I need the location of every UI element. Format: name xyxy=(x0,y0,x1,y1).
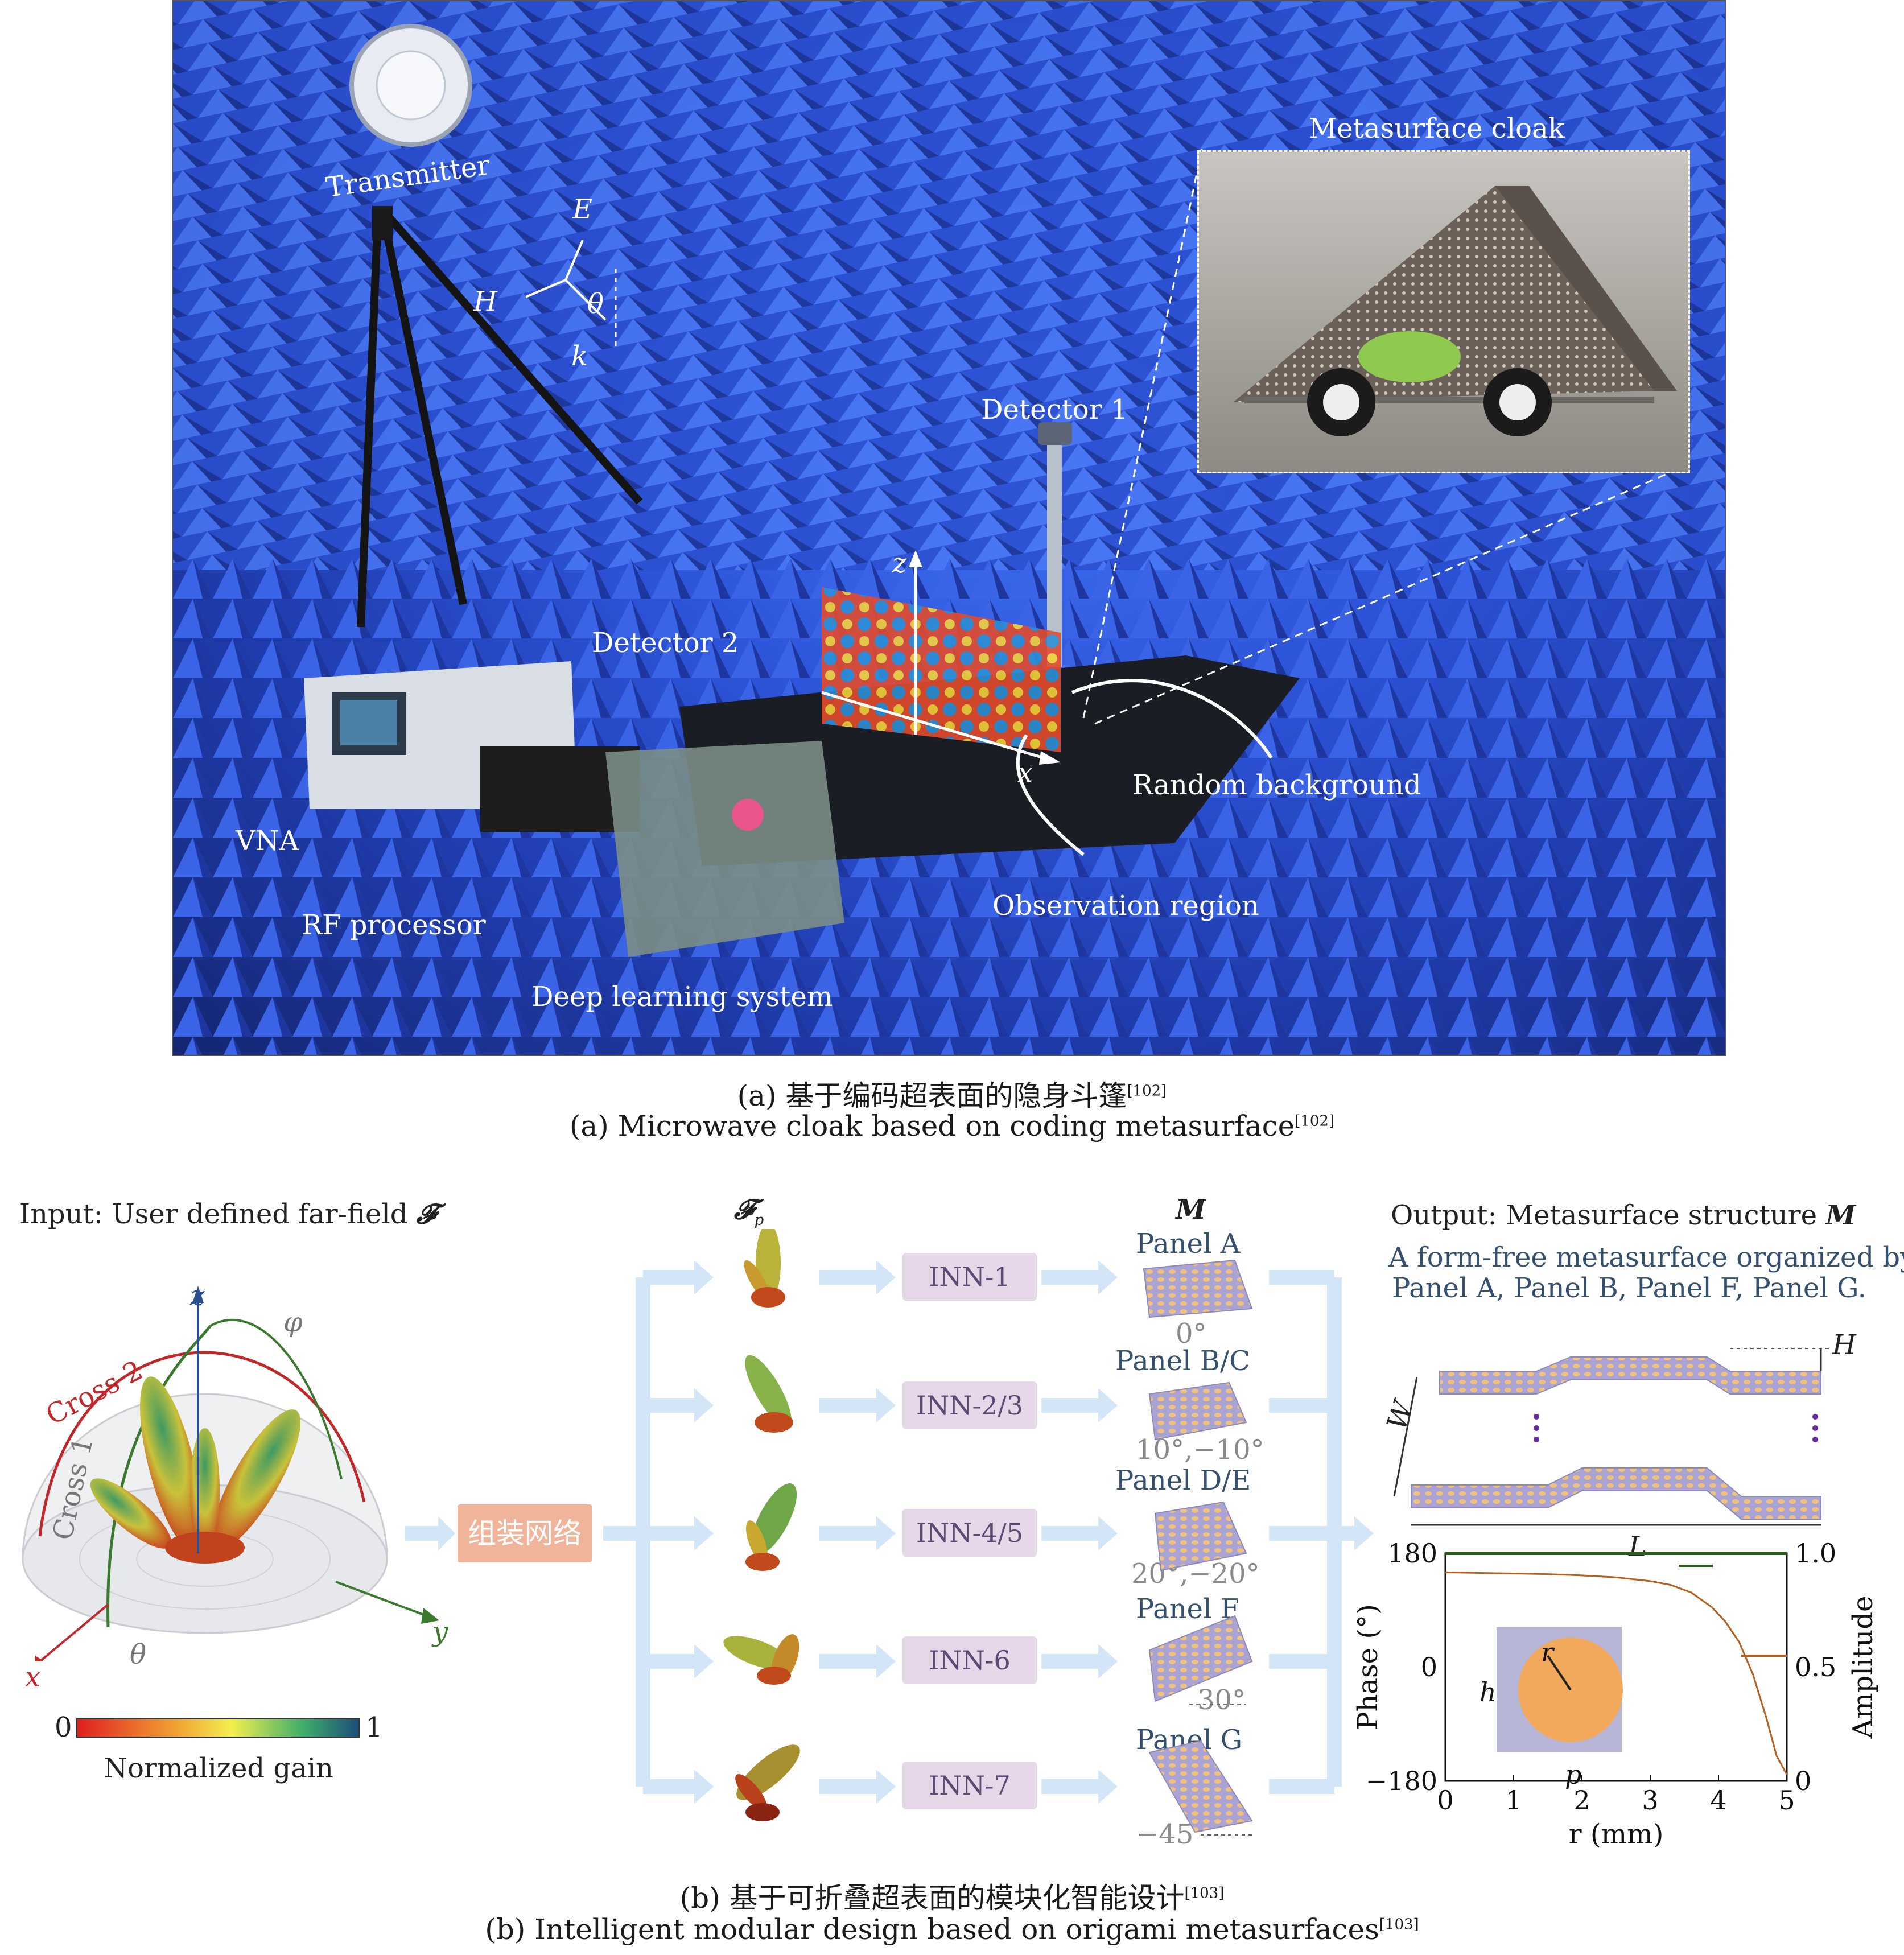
flow-arrows xyxy=(405,1260,1374,1804)
y-right-axis-label: Amplitude xyxy=(1847,1596,1879,1739)
caption-b-en: (b) Intelligent modular design based on … xyxy=(485,1913,1419,1946)
assemble-network-box: 组装网络 xyxy=(458,1504,592,1562)
y-left-tick-label: −180 xyxy=(1366,1766,1437,1796)
caption-b-cn: (b) 基于可折叠超表面的模块化智能设计[103] xyxy=(679,1882,1225,1915)
y-left-axis-label: Phase (°) xyxy=(1354,1604,1384,1730)
hemi-axis-phi: φ xyxy=(283,1306,303,1338)
colorbar-max: 1 xyxy=(365,1711,383,1743)
series-line-left xyxy=(1445,1571,1788,1775)
cloak-experiment-photo: Transmitter Metasurface cloak Detector 1… xyxy=(172,0,1726,1056)
deep-learning-label: Deep learning system xyxy=(531,981,833,1013)
inn-box-2: INN-2/3 xyxy=(902,1381,1037,1429)
inn-box-4: INN-6 xyxy=(902,1636,1037,1684)
panel-de-name: Panel D/E xyxy=(1115,1465,1251,1496)
inn-box-3: INN-4/5 xyxy=(902,1509,1037,1557)
m-header: M xyxy=(1176,1194,1206,1226)
detector1-label: Detector 1 xyxy=(981,394,1128,426)
x-tick-label: 4 xyxy=(1710,1785,1726,1816)
caption-a-en: (a) Microwave cloak based on coding meta… xyxy=(569,1110,1335,1143)
colorbar-min: 0 xyxy=(55,1711,72,1743)
axis-z-label: z xyxy=(892,547,907,579)
panel-a-angle: 0° xyxy=(1176,1318,1207,1350)
far-field-hemisphere xyxy=(22,1286,439,1661)
inn-box-5: INN-7 xyxy=(902,1762,1037,1809)
panel-f-angle: 30° xyxy=(1197,1684,1246,1716)
panel-a-name: Panel A xyxy=(1136,1228,1241,1260)
axis-x-label: x xyxy=(1017,757,1033,789)
x-tick-label: 5 xyxy=(1778,1785,1795,1816)
vector-k-label: k xyxy=(571,340,588,372)
output-desc-2: Panel A, Panel B, Panel F, Panel G. xyxy=(1392,1272,1866,1304)
x-tick-label: 1 xyxy=(1505,1785,1522,1816)
rf-processor-label: RF processor xyxy=(302,909,486,941)
theta-label: θ xyxy=(587,288,604,320)
vector-h-label: H xyxy=(473,286,497,317)
colorbar-label: Normalized gain xyxy=(104,1752,333,1784)
metasurface-cloak-label: Metasurface cloak xyxy=(1309,113,1565,145)
y-right-tick-label: 0.5 xyxy=(1795,1652,1836,1682)
output-desc-1: A form-free metasurface organized by xyxy=(1388,1242,1904,1273)
dim-l: L xyxy=(1629,1531,1647,1562)
caption-a-cn: (a) 基于编码超表面的隐身斗篷[102] xyxy=(737,1079,1167,1112)
hemi-axis-theta: θ xyxy=(130,1639,146,1671)
colorbar xyxy=(76,1718,360,1738)
vector-e-label: E xyxy=(572,193,593,225)
inn-box-1: INN-1 xyxy=(902,1253,1037,1301)
observation-region-label: Observation region xyxy=(992,890,1259,922)
y-right-tick-label: 1.0 xyxy=(1795,1538,1836,1569)
panel-plates xyxy=(1143,1259,1253,1836)
metasurface-cloak-inset xyxy=(1197,150,1690,473)
dim-h: H xyxy=(1832,1329,1856,1361)
inset-p-label: p xyxy=(1565,1759,1581,1790)
assembled-metasurface xyxy=(1393,1348,1832,1526)
detector2-label: Detector 2 xyxy=(592,627,739,659)
hemi-axis-z: z xyxy=(190,1280,205,1312)
x-axis-label: r (mm) xyxy=(1569,1818,1664,1850)
fp-patterns xyxy=(723,1229,800,1821)
input-title: Input: User defined far-field 𝓕 xyxy=(19,1198,437,1230)
x-tick-label: 3 xyxy=(1642,1785,1658,1816)
radius-marker xyxy=(1547,1655,1572,1691)
panel-f-name: Panel F xyxy=(1136,1593,1239,1625)
inset-r-label: r xyxy=(1541,1637,1555,1668)
output-title: Output: Metasurface structure M xyxy=(1391,1199,1856,1231)
x-tick-label: 0 xyxy=(1437,1785,1453,1816)
x-tick-label: 2 xyxy=(1573,1785,1590,1816)
y-left-tick-label: 180 xyxy=(1387,1538,1437,1569)
panel-bc-name: Panel B/C xyxy=(1115,1345,1250,1377)
hemi-axis-x: x xyxy=(25,1661,41,1693)
hemi-axis-y: y xyxy=(432,1616,448,1648)
vna-label: VNA xyxy=(236,825,299,857)
y-left-tick-label: 0 xyxy=(1421,1652,1437,1682)
random-background-label: Random background xyxy=(1132,769,1421,801)
inset-h-label: h xyxy=(1479,1677,1497,1707)
y-right-tick-label: 0 xyxy=(1795,1766,1811,1796)
fp-header: 𝓕p xyxy=(734,1194,764,1229)
